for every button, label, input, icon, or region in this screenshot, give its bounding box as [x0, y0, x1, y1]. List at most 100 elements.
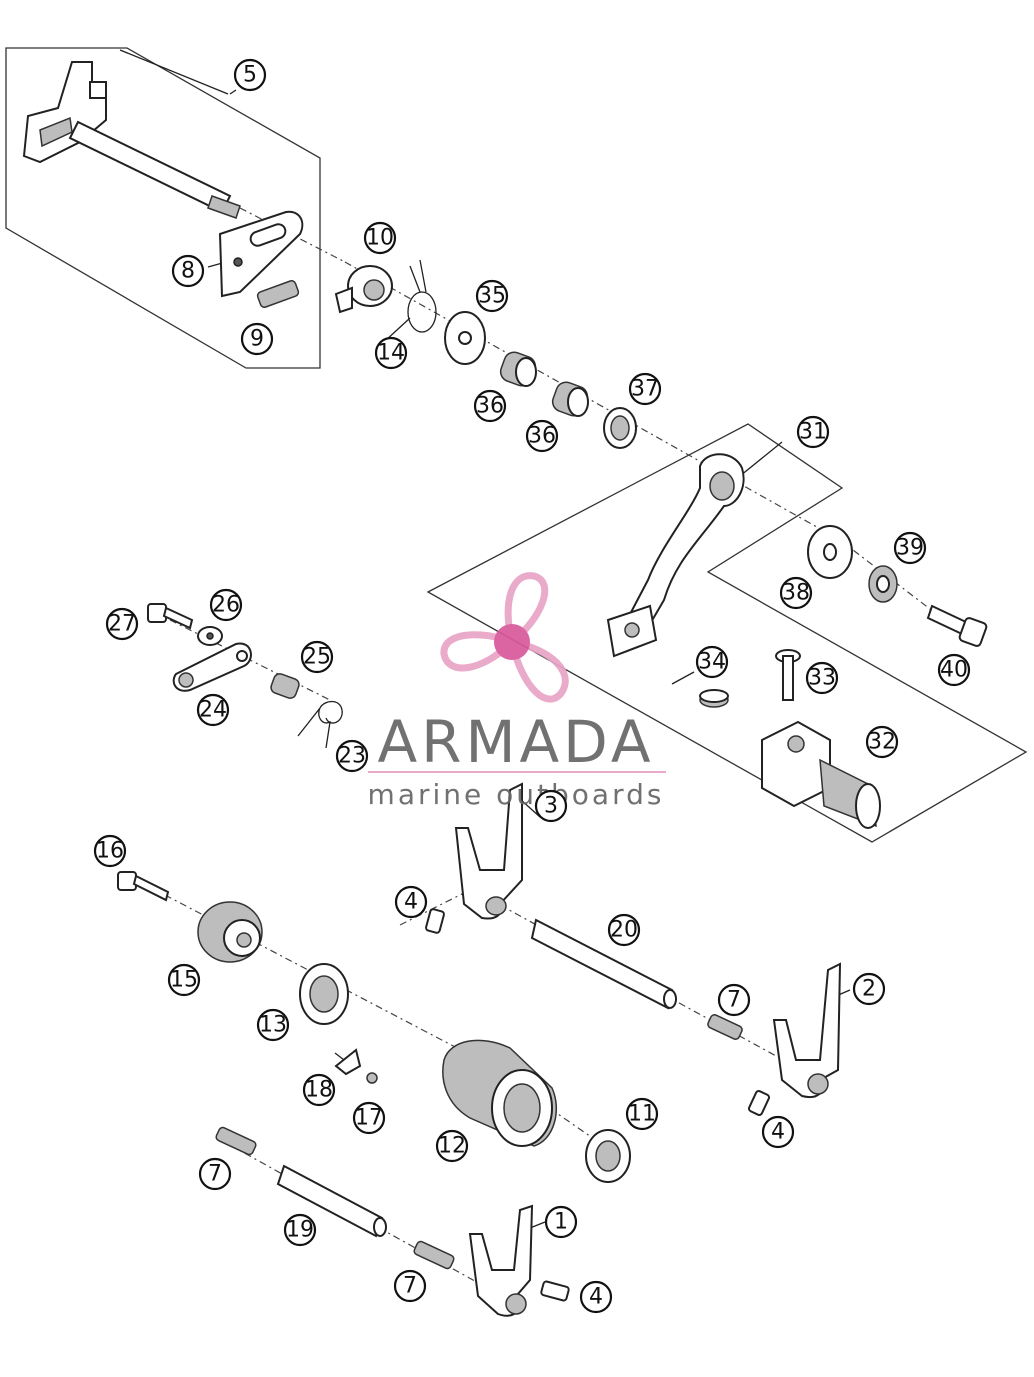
svg-text:4: 4	[589, 1285, 603, 1310]
roller-25	[270, 673, 300, 699]
washer-26	[197, 626, 223, 646]
callout-4-upper: 4	[394, 885, 428, 919]
svg-text:36: 36	[476, 394, 504, 419]
washer-35	[444, 311, 486, 365]
svg-text:18: 18	[305, 1078, 333, 1103]
callout-10: 10	[363, 221, 397, 255]
bearing-36a	[499, 351, 537, 387]
washer-38	[807, 525, 853, 579]
svg-text:1: 1	[554, 1210, 568, 1235]
svg-text:12: 12	[438, 1134, 466, 1159]
callout-25: 25	[300, 640, 334, 674]
fork-2	[772, 962, 842, 1098]
svg-text:2: 2	[862, 977, 876, 1002]
svg-text:7: 7	[727, 988, 741, 1013]
callout-1: 1	[544, 1205, 578, 1239]
svg-text:38: 38	[782, 581, 810, 606]
callout-12: 12	[435, 1129, 469, 1163]
screw-17	[366, 1072, 378, 1084]
bolt-40	[926, 604, 988, 647]
callout-37: 37	[628, 372, 662, 406]
callout-17: 17	[352, 1101, 386, 1135]
svg-text:8: 8	[181, 259, 195, 284]
svg-text:33: 33	[808, 666, 836, 691]
callout-7-lower: 7	[393, 1269, 427, 1303]
svg-text:4: 4	[771, 1120, 785, 1145]
callout-11: 11	[625, 1097, 659, 1131]
group-frames	[5, 47, 1028, 843]
svg-text:24: 24	[199, 698, 227, 723]
callouts: 5 8 9 10 14 35 36 36 37 31 38 39 40 34 3…	[93, 58, 971, 1314]
propeller-logo-icon	[440, 572, 569, 703]
fork-1	[468, 1204, 534, 1317]
callout-4-middle: 4	[761, 1115, 795, 1149]
bearing-36b	[551, 381, 589, 417]
callout-3: 3	[534, 789, 568, 823]
svg-text:10: 10	[366, 226, 394, 251]
callout-38: 38	[779, 576, 813, 610]
seal-13	[299, 963, 349, 1025]
callout-4-lower: 4	[579, 1280, 613, 1314]
bolt-27	[147, 603, 194, 630]
callout-39: 39	[893, 531, 927, 565]
svg-text:17: 17	[355, 1106, 383, 1131]
callout-8: 8	[171, 254, 205, 288]
svg-text:15: 15	[170, 968, 198, 993]
svg-text:31: 31	[799, 420, 827, 445]
svg-text:16: 16	[96, 839, 124, 864]
brand-tagline: marine outboards	[368, 778, 665, 811]
svg-text:5: 5	[243, 63, 257, 88]
spring-34	[699, 689, 729, 708]
svg-text:4: 4	[404, 890, 418, 915]
svg-text:40: 40	[940, 658, 968, 683]
pin-4b	[747, 1090, 771, 1116]
pin-4c	[540, 1280, 570, 1302]
callout-23: 23	[335, 739, 369, 773]
spring-7c	[413, 1240, 455, 1270]
shaft-19	[276, 1164, 387, 1238]
spring-23	[297, 700, 343, 749]
cam-10	[334, 265, 393, 314]
spring-7b	[215, 1126, 257, 1156]
svg-text:36: 36	[528, 424, 556, 449]
callout-15: 15	[167, 963, 201, 997]
lever-24	[172, 642, 252, 692]
svg-text:25: 25	[303, 645, 331, 670]
callout-20: 20	[607, 913, 641, 947]
segment-18	[334, 1048, 362, 1076]
callout-19: 19	[283, 1213, 317, 1247]
spring-clip-14	[407, 259, 437, 333]
callout-33: 33	[805, 661, 839, 695]
shift-drum-12	[442, 1039, 557, 1147]
callout-14: 14	[374, 336, 408, 370]
svg-text:26: 26	[212, 593, 240, 618]
spring-7a	[707, 1014, 743, 1040]
callout-26: 26	[209, 588, 243, 622]
fork-3	[454, 782, 523, 920]
callout-31: 31	[796, 415, 830, 449]
lock-washer-39	[868, 565, 898, 603]
callout-34: 34	[695, 645, 729, 679]
shaft-20	[530, 918, 677, 1010]
svg-text:35: 35	[478, 284, 506, 309]
svg-text:37: 37	[631, 377, 659, 402]
svg-text:23: 23	[338, 744, 366, 769]
svg-text:7: 7	[403, 1274, 417, 1299]
callout-7-upper: 7	[717, 983, 751, 1017]
watermark: ARMADA marine outboards	[368, 572, 666, 811]
callout-13: 13	[256, 1008, 290, 1042]
svg-text:9: 9	[250, 327, 264, 352]
callout-5: 5	[233, 58, 267, 92]
callout-40: 40	[937, 653, 971, 687]
svg-text:20: 20	[610, 918, 638, 943]
bolt-16	[117, 871, 170, 902]
svg-text:39: 39	[896, 536, 924, 561]
svg-text:11: 11	[628, 1102, 656, 1127]
shift-lever-31	[606, 453, 745, 658]
callout-9: 9	[240, 322, 274, 356]
callout-36-lower: 36	[525, 419, 559, 453]
callout-18: 18	[302, 1073, 336, 1107]
foot-peg-32	[761, 720, 881, 829]
svg-text:34: 34	[698, 650, 726, 675]
svg-text:13: 13	[259, 1013, 287, 1038]
